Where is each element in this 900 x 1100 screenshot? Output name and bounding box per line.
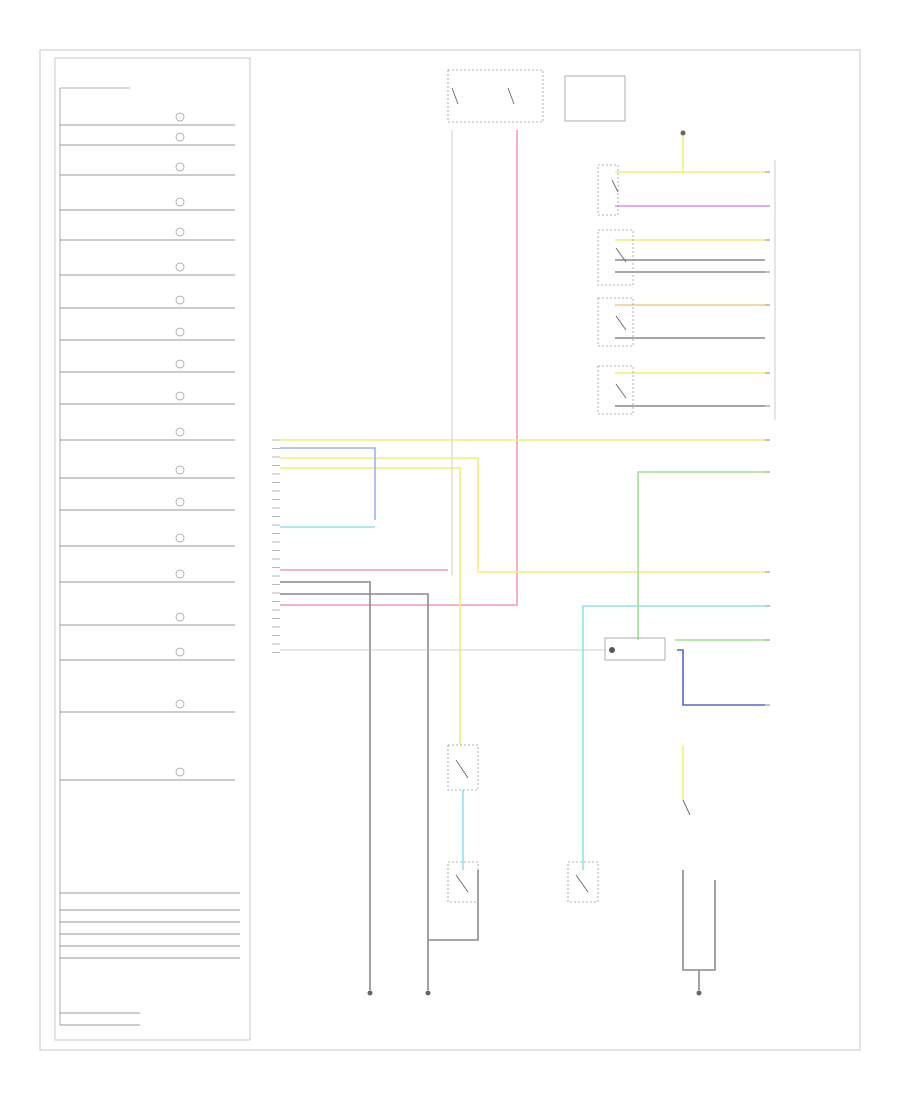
indicator-lamp-icon <box>175 569 185 579</box>
blue-wire-1 <box>280 447 376 520</box>
fuse-block <box>447 69 626 123</box>
right-terminals <box>765 171 770 706</box>
instrument-cluster-panel <box>54 57 251 1041</box>
indicator-lamp-icon <box>175 767 185 777</box>
cluster-bottom-terminals <box>60 892 240 1026</box>
gray-wire-6 <box>280 593 429 990</box>
yellow-wire-3 <box>280 467 461 745</box>
indicator-lamp-icon <box>175 359 185 369</box>
gray-wire-7 <box>428 870 479 941</box>
indicator-lamp-icon <box>175 612 185 622</box>
indicator-lamp-icon <box>175 162 185 172</box>
diagram-frame <box>39 49 861 1051</box>
yellow-wire-2 <box>280 457 765 573</box>
indicator-lamp-icon <box>175 112 185 122</box>
cyan-wire-1 <box>582 605 765 870</box>
blue-wire-2 <box>677 649 765 706</box>
gray-wire-5 <box>280 581 371 990</box>
indicator-lamp-icon <box>175 699 185 709</box>
connector-pins <box>272 439 280 653</box>
pink-wire-main <box>280 130 518 606</box>
indicator-lamp-icon <box>175 533 185 543</box>
indicator-lamp-icon <box>175 327 185 337</box>
indicator-lamp-icon <box>175 132 185 142</box>
green-wire <box>637 471 765 640</box>
indicator-lamp-icon <box>175 262 185 272</box>
indicator-lamp-icon <box>175 295 185 305</box>
indicator-rows <box>60 112 235 781</box>
indicator-lamp-icon <box>175 497 185 507</box>
indicator-lamp-icon <box>175 197 185 207</box>
gray-wire-8 <box>682 870 716 971</box>
indicator-lamp-icon <box>175 427 185 437</box>
indicator-lamp-icon <box>175 391 185 401</box>
indicator-lamp-icon <box>175 227 185 237</box>
indicator-lamp-icon <box>175 465 185 475</box>
right-components <box>597 160 776 420</box>
ground-symbols <box>367 130 702 996</box>
lower-components <box>447 637 691 903</box>
indicator-lamp-icon <box>175 647 185 657</box>
